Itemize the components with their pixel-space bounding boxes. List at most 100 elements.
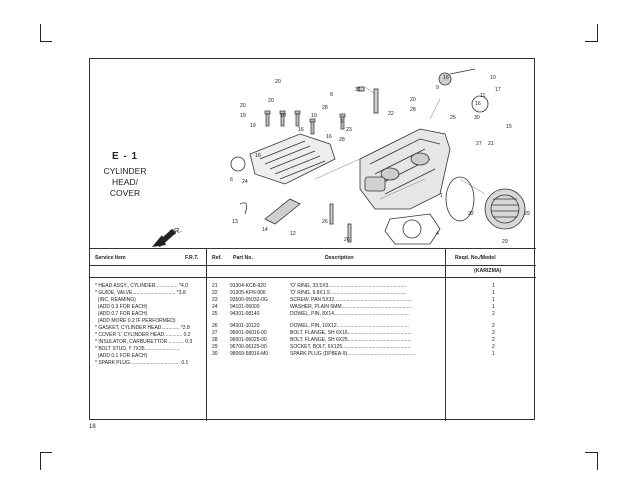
crop-mark-bottom-right-v: [597, 452, 598, 470]
qty-cell: 1: [492, 297, 495, 303]
crop-mark-bottom-right-h: [585, 452, 597, 453]
callout: 24: [242, 179, 248, 185]
callout: 11: [480, 93, 486, 99]
service-item: (ADD 0.7 FOR EACH): [95, 311, 148, 317]
part-no-cell: 91304-KCB-920: [230, 283, 266, 289]
qty-cell: 1: [492, 290, 495, 296]
service-item: (INC. REAMING): [95, 297, 136, 303]
ref-cell: 24: [212, 304, 218, 310]
part-no-cell: 94301-10120: [230, 323, 260, 329]
ref-cell: 29: [212, 344, 218, 350]
callout: 14: [262, 227, 268, 233]
description-cell: SOCKET, BOLT, 6X125.....................…: [290, 344, 411, 350]
ref-cell: 30: [212, 351, 218, 357]
callout: 16: [298, 127, 304, 133]
callout: 22: [468, 211, 474, 217]
part-no-cell: 91305-KFN-900: [230, 290, 266, 296]
crop-mark-top-right-v: [597, 24, 598, 42]
crop-mark-top-left-v: [40, 24, 41, 42]
callout: 29: [502, 239, 508, 245]
callout: 25: [450, 115, 456, 121]
callout: 20: [240, 103, 246, 109]
service-item: * COVER 'L' CYLINDER HEAD............. 0…: [95, 332, 191, 338]
callout: 1: [440, 193, 443, 199]
description-cell: BOLT, FLANGE, SH 6X25...................…: [290, 337, 412, 343]
callout: 16: [326, 134, 332, 140]
description-cell: SPARK PLUG (DP8EA-9)....................…: [290, 351, 416, 357]
service-item: * SPARK PLUG............................…: [95, 360, 189, 366]
callout: 28: [339, 137, 345, 143]
ref-cell: 22: [212, 290, 218, 296]
callout: 20: [410, 97, 416, 103]
service-item: * BOLT STUD, !! 7X35....................…: [95, 346, 180, 352]
head-gasket: [384, 213, 441, 245]
part-no-cell: 94301-08140: [230, 311, 260, 317]
callout: 16: [475, 101, 481, 107]
exploded-diagram: E - 1 CYLINDER HEAD/ COVER FR. 20 8 31 1…: [90, 59, 536, 249]
qty-cell: 1: [492, 351, 495, 357]
callout: 28: [410, 107, 416, 113]
callout: 13: [232, 219, 238, 225]
callout: 28: [322, 105, 328, 111]
service-item: * HEAD ASSY., CYLINDER................ *…: [95, 283, 188, 289]
description-cell: 'O' RING, 33.5X3........................…: [290, 283, 407, 289]
side-cover: [445, 176, 526, 230]
crop-mark-top-right-h: [585, 41, 597, 42]
cylinder-head: [359, 128, 451, 210]
callout: 17: [495, 87, 501, 93]
header-part-no: Part No.: [233, 255, 253, 261]
part-no-cell: 94101-06000: [230, 304, 260, 310]
description-cell: 'O' RING, 9.8X1.9.......................…: [290, 290, 407, 296]
callout: 20: [275, 79, 281, 85]
section-name-line1: CYLINDER HEAD/: [103, 166, 147, 187]
header-service-item: Service Item: [95, 255, 126, 261]
crop-mark-top-left-h: [40, 41, 52, 42]
crop-mark-bottom-left-v: [40, 452, 41, 470]
callout: 26: [344, 237, 350, 243]
crop-mark-bottom-left-h: [40, 452, 52, 453]
service-item: (ADD 0.1 FOR EACH): [95, 353, 148, 359]
callout: 16: [255, 153, 261, 159]
table-rule: [90, 277, 536, 278]
service-item: (ADD 0.3 FOR EACH): [95, 304, 148, 310]
callout: 21: [488, 141, 494, 147]
header-frt: F.R.T.: [185, 255, 199, 261]
description-cell: DOWEL, PIN, 8X14........................…: [290, 311, 409, 317]
callout: 8: [330, 92, 333, 98]
callout: 19: [240, 113, 246, 119]
header-reqd: Reqd. No./Model: [455, 255, 496, 261]
front-arrow: [152, 229, 176, 247]
callout: 18: [443, 75, 449, 81]
header-ref: Ref.: [212, 255, 222, 261]
ref-cell: 25: [212, 311, 218, 317]
qty-cell: 1: [492, 283, 495, 289]
table-column-divider: [445, 249, 446, 421]
callout: 19: [250, 123, 256, 129]
qty-cell: 2: [492, 311, 495, 317]
part-no-cell: 96001-06016-00: [230, 330, 267, 336]
callout: 29: [524, 211, 530, 217]
callout: 19: [311, 113, 317, 119]
callout: 20: [268, 98, 274, 104]
description-cell: WASHER, PLAIN 6MM.......................…: [290, 304, 413, 310]
parts-catalog-frame: E - 1 CYLINDER HEAD/ COVER FR. 20 8 31 1…: [89, 58, 536, 421]
service-item: * GASKET, CYLINDER HEAD............. *2.…: [95, 325, 190, 331]
callout: 3: [340, 119, 343, 125]
section-id: E - 1: [111, 151, 139, 162]
callout: 4: [436, 231, 439, 237]
table-column-divider: [206, 249, 207, 421]
qty-cell: 2: [492, 337, 495, 343]
section-name-line2: COVER: [109, 188, 141, 198]
page-number: 18: [89, 424, 96, 430]
part-no-cell: 96001-06025-00: [230, 337, 267, 343]
header-model: (KARIZMA): [474, 268, 502, 274]
bolts: [264, 110, 346, 135]
parts-table: Service Item F.R.T. Ref. Part No. Descri…: [90, 249, 536, 421]
callout: 10: [490, 75, 496, 81]
qty-cell: 2: [492, 330, 495, 336]
table-rule: [90, 265, 536, 266]
ref-cell: 23: [212, 297, 218, 303]
qty-cell: 2: [492, 344, 495, 350]
section-title-block: E - 1 CYLINDER HEAD/ COVER: [90, 151, 160, 199]
callout: 15: [506, 124, 512, 130]
